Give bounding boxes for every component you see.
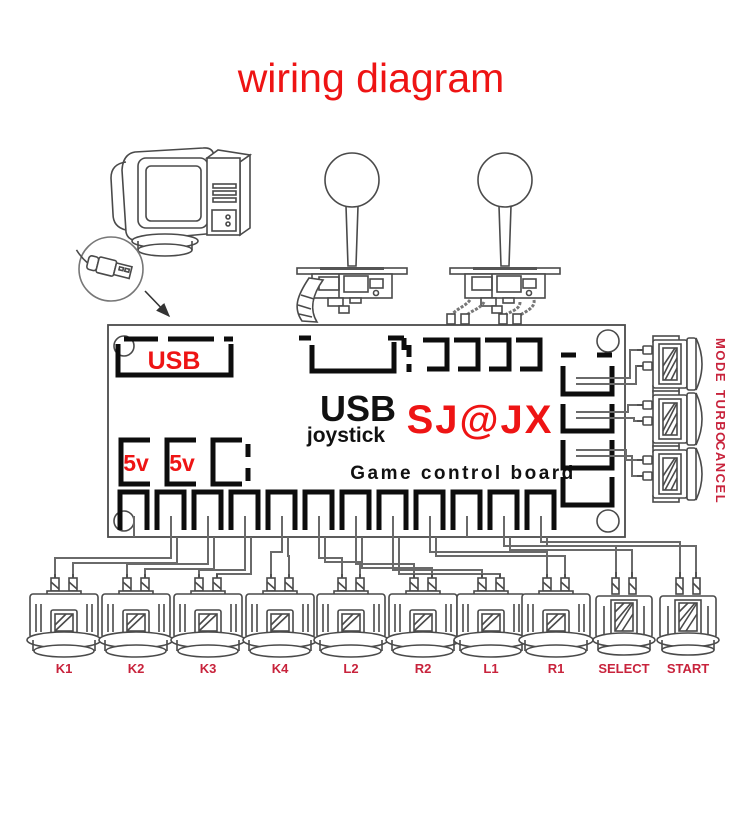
usb-port-label: USB: [148, 347, 201, 375]
button-l1: [453, 573, 529, 658]
computer-illustration: [110, 147, 253, 257]
button-l2: [313, 573, 389, 658]
button-k4: [242, 573, 318, 658]
button-mode: [636, 335, 703, 393]
button-k3: [170, 573, 246, 658]
label-k1: K1: [56, 661, 73, 676]
button-k2: [98, 573, 174, 658]
button-select: [592, 571, 656, 656]
bottom-connectors: [117, 489, 557, 537]
label-k3: K3: [200, 661, 217, 676]
arrow-to-board: [144, 290, 171, 318]
wire-k2: [126, 537, 215, 578]
board-name: Game control board: [350, 463, 576, 484]
wire-l2: [318, 537, 361, 578]
joystick-wires: [446, 299, 536, 325]
label-l1: L1: [483, 661, 498, 676]
power-label-2: 5v: [169, 450, 195, 476]
ribbon-cable: [296, 277, 325, 323]
button-r1: [518, 573, 594, 658]
button-start: [656, 571, 720, 656]
button-cancel: [636, 445, 703, 503]
label-r1: R1: [548, 661, 565, 676]
button-k1: [26, 573, 102, 658]
control-board: USB USB joystick SJ@JX Game control boar…: [107, 324, 626, 538]
brand-text: SJ@JX: [407, 398, 554, 442]
mount-hole: [596, 509, 620, 533]
usb-plug-callout: [75, 236, 171, 318]
wire-select: [503, 537, 633, 578]
power-label-1: 5v: [123, 450, 149, 476]
joystick-2: [446, 152, 561, 325]
label-turbo: TURBO: [713, 390, 728, 444]
page-title: wiring diagram: [237, 55, 505, 101]
label-k4: K4: [272, 661, 289, 676]
label-l2: L2: [343, 661, 358, 676]
board-title: USB: [320, 388, 396, 429]
label-start: START: [667, 661, 709, 676]
bottom-wires: [54, 537, 697, 578]
wire-l1: [392, 537, 501, 578]
label-cancel: CANCEL: [713, 441, 728, 504]
top-connectors: [299, 335, 543, 374]
mount-hole: [596, 329, 620, 353]
label-k2: K2: [128, 661, 145, 676]
usb-plug-icon: [75, 249, 133, 280]
joystick-1: [296, 152, 408, 323]
label-mode: MODE: [713, 338, 728, 383]
label-select: SELECT: [598, 661, 649, 676]
label-r2: R2: [415, 661, 432, 676]
wire-r1: [429, 537, 566, 578]
mount-hole: [113, 510, 135, 532]
computer-tower: [204, 149, 253, 237]
wire-k4: [270, 537, 290, 578]
button-turbo: [636, 390, 703, 448]
button-r2: [385, 573, 461, 658]
usb-port: USB: [115, 336, 234, 378]
board-subtitle: joystick: [306, 424, 386, 447]
wire-start: [540, 537, 697, 578]
wire-k3: [198, 537, 252, 578]
power-pins: 5v 5v: [118, 437, 251, 487]
wire-k1: [54, 537, 178, 578]
